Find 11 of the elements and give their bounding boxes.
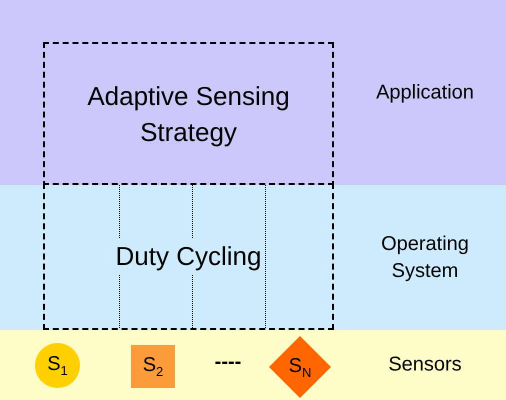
layer-band	[0, 330, 506, 400]
layer-band	[0, 0, 506, 185]
dashed-box	[43, 183, 334, 330]
sensor-diamond: S$_{N}$	[269, 336, 331, 398]
layer-label: Sensors	[387, 352, 463, 378]
sensor-circle: S$_{1}$	[35, 343, 80, 388]
ellipsis-dashes: ----	[214, 351, 242, 374]
layer-label: Operating System	[380, 232, 470, 284]
layer-label: Application	[375, 80, 475, 105]
layer-band	[0, 185, 506, 330]
sensor-square: S$_{2}$	[131, 345, 175, 388]
